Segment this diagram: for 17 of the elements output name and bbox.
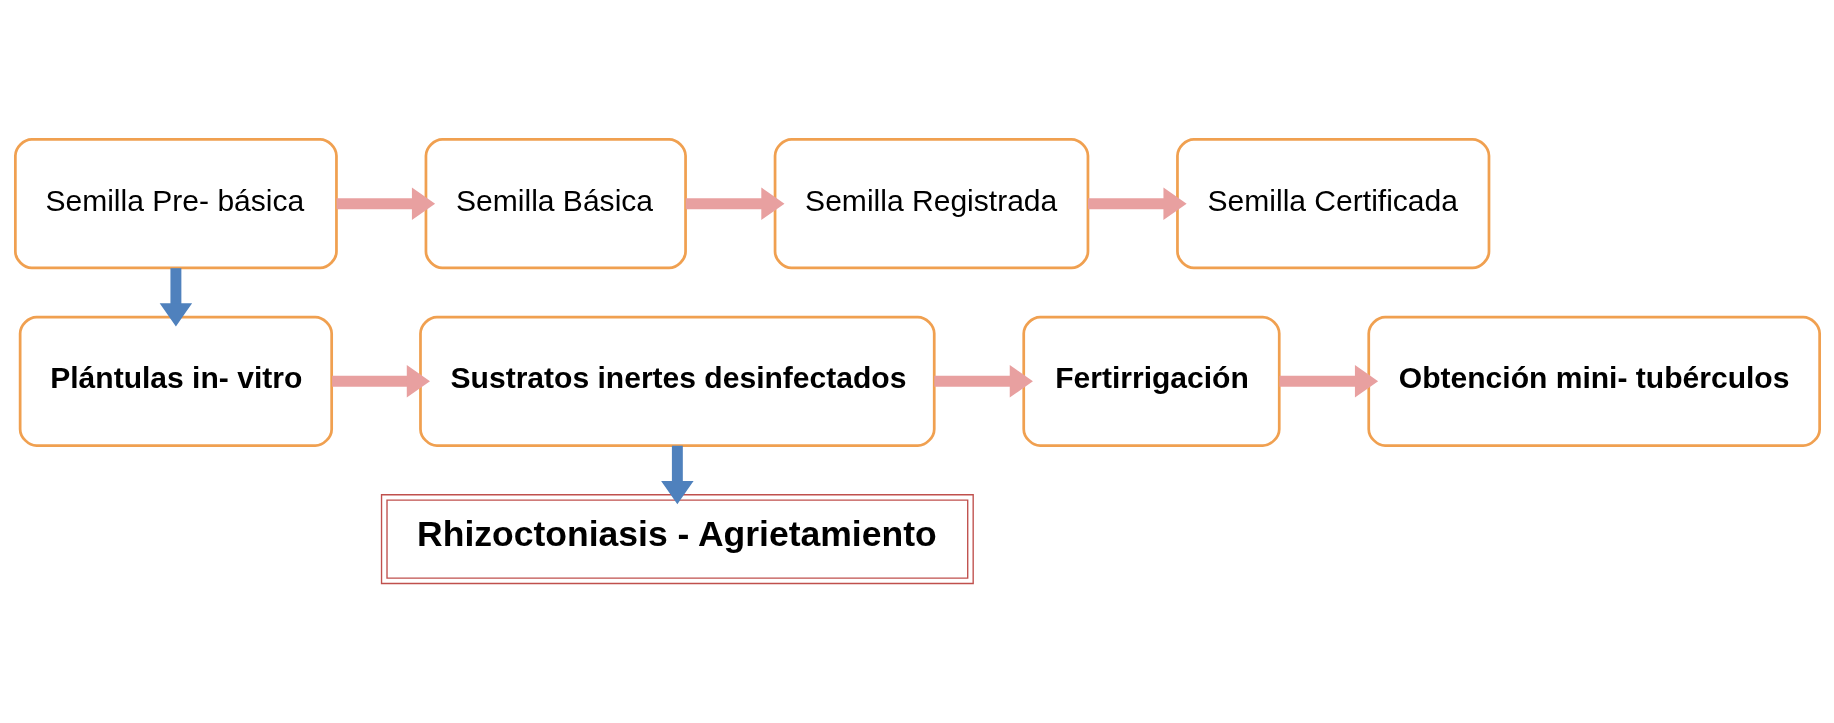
arrow: [685, 187, 784, 220]
node-box: Semilla Pre- básica: [13, 138, 338, 270]
node-box: Semilla Básica: [424, 138, 687, 270]
node-box: Plántulas in- vitro: [18, 315, 333, 447]
node-box: Sustratos inertes desinfectados: [418, 315, 936, 447]
node-box: Fertirrigación: [1021, 315, 1281, 447]
arrow: [336, 187, 435, 220]
arrow: [331, 365, 430, 398]
arrow: [159, 268, 192, 327]
node-box: Obtención mini- tubérculos: [1366, 315, 1821, 447]
arrow: [1087, 187, 1187, 220]
node-box: Semilla Certificada: [1175, 138, 1490, 270]
arrow: [1278, 365, 1378, 398]
node-box: Semilla Registrada: [773, 138, 1089, 270]
node-box: Rhizoctoniasis - Agrietamiento: [380, 494, 974, 585]
arrow: [660, 445, 694, 505]
arrow: [933, 365, 1033, 398]
